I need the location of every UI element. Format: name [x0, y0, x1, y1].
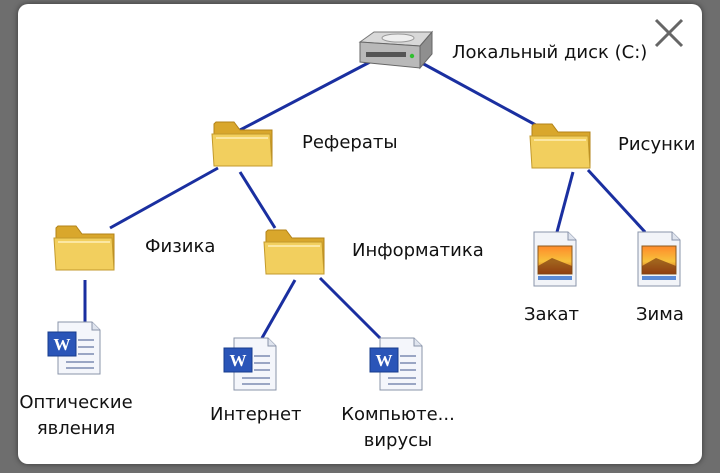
- connector-risunki-zakat: [555, 171, 575, 233]
- folder-icon[interactable]: [262, 218, 328, 280]
- svg-text:W: W: [54, 335, 71, 354]
- kompyute-label: Компьюте... вирусы: [341, 404, 455, 451]
- connector-referaty-informatika: [238, 171, 277, 229]
- risunki-label: Рисунки: [618, 134, 696, 155]
- connector-informatika-kompyute: [318, 276, 382, 340]
- folder-icon[interactable]: [52, 214, 118, 276]
- image-file-icon[interactable]: [528, 228, 582, 290]
- connector-disk-referaty: [239, 60, 371, 132]
- word-document-icon[interactable]: W: [44, 318, 104, 378]
- close-icon[interactable]: [652, 16, 686, 50]
- word-document-icon[interactable]: W: [366, 334, 426, 394]
- svg-text:W: W: [230, 351, 247, 370]
- internet-label: Интернет: [210, 404, 302, 425]
- informatika-label: Информатика: [352, 240, 484, 261]
- image-file-icon[interactable]: [632, 228, 686, 290]
- hard-drive-icon[interactable]: [348, 24, 440, 76]
- connector-informatika-internet: [260, 279, 297, 339]
- zima-label: Зима: [636, 304, 684, 325]
- folder-icon[interactable]: [528, 112, 594, 174]
- svg-text:W: W: [376, 351, 393, 370]
- diagram-card: [18, 4, 702, 464]
- word-document-icon[interactable]: W: [220, 334, 280, 394]
- opticheskie-label: Оптические явления: [19, 392, 133, 439]
- disk-label: Локальный диск (C:): [452, 42, 648, 63]
- folder-icon[interactable]: [210, 110, 276, 172]
- fizika-label: Физика: [145, 236, 216, 257]
- referaty-label: Рефераты: [302, 132, 398, 153]
- connector-referaty-fizika: [109, 166, 219, 230]
- connector-risunki-zima: [586, 168, 647, 234]
- zakat-label: Закат: [524, 304, 579, 325]
- connector-disk-risunki: [419, 60, 546, 132]
